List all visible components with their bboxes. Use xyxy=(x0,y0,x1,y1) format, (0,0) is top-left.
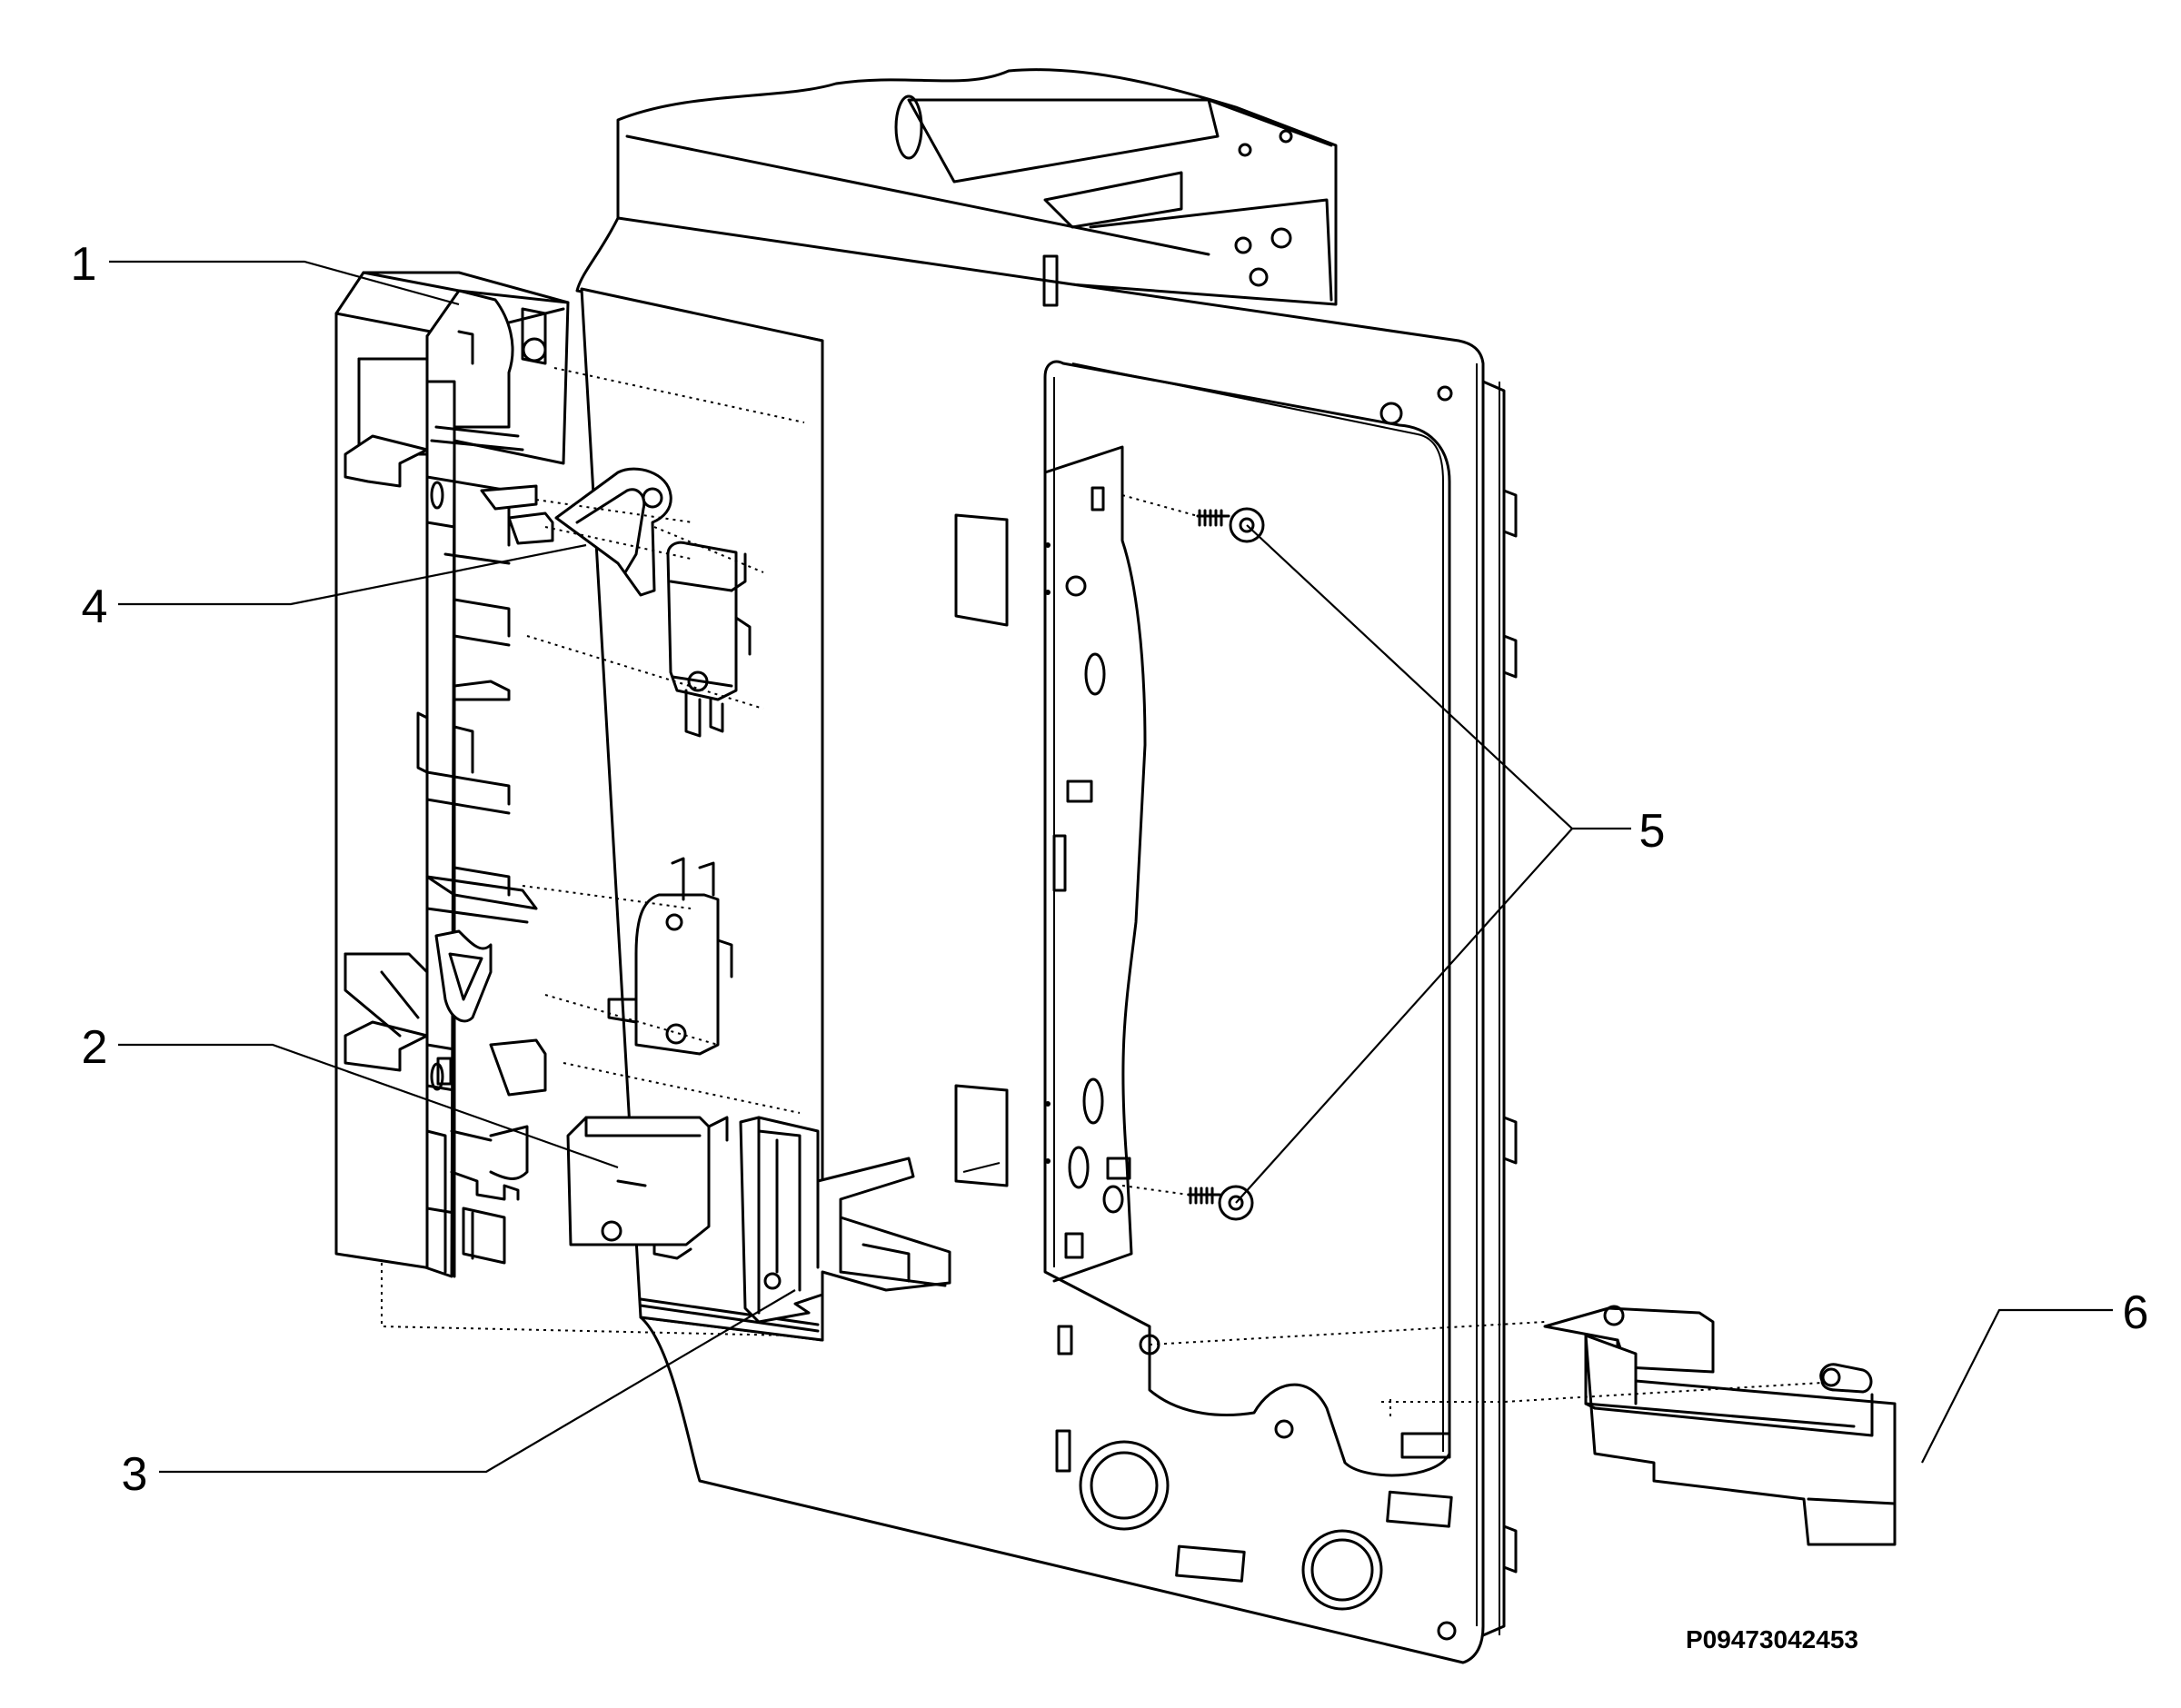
callout-4: 4 xyxy=(82,581,108,633)
switch-housing-part-1 xyxy=(334,271,570,1278)
side-bracket-part-6 xyxy=(1543,1305,1897,1546)
callout-leaders xyxy=(109,260,2113,1474)
bracket-part-3 xyxy=(739,1116,951,1324)
assembly-guide-lines xyxy=(381,367,1823,1417)
callout-2: 2 xyxy=(82,1021,108,1074)
callout-1: 1 xyxy=(71,238,97,291)
callout-5: 5 xyxy=(1639,805,1666,858)
microswitch-part-2 xyxy=(566,1116,729,1260)
microswitch-middle xyxy=(607,857,733,1056)
drawing-code: P09473042453 xyxy=(1686,1625,1858,1653)
mounting-plate xyxy=(575,68,1518,1664)
microswitch-upper xyxy=(666,541,752,738)
callout-6: 6 xyxy=(2123,1286,2149,1339)
lever-part-4 xyxy=(480,467,672,597)
callout-3: 3 xyxy=(122,1448,148,1501)
